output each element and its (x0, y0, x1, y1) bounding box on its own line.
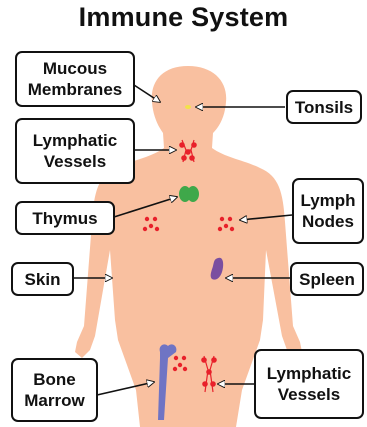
label-skin: Skin (11, 262, 74, 296)
label-bone-marrow: Bone Marrow (11, 358, 98, 422)
label-thymus: Thymus (15, 201, 115, 235)
label-lymphatic-vessels-bottom: Lymphatic Vessels (254, 349, 364, 419)
thymus-mark (179, 186, 199, 202)
label-lymph-nodes: Lymph Nodes (292, 178, 364, 244)
label-spleen: Spleen (290, 262, 364, 296)
label-lymphatic-vessels-top: Lymphatic Vessels (15, 118, 135, 184)
label-mucous-membranes: Mucous Membranes (15, 51, 135, 107)
tonsils-mark (185, 105, 191, 109)
label-tonsils: Tonsils (286, 90, 362, 124)
